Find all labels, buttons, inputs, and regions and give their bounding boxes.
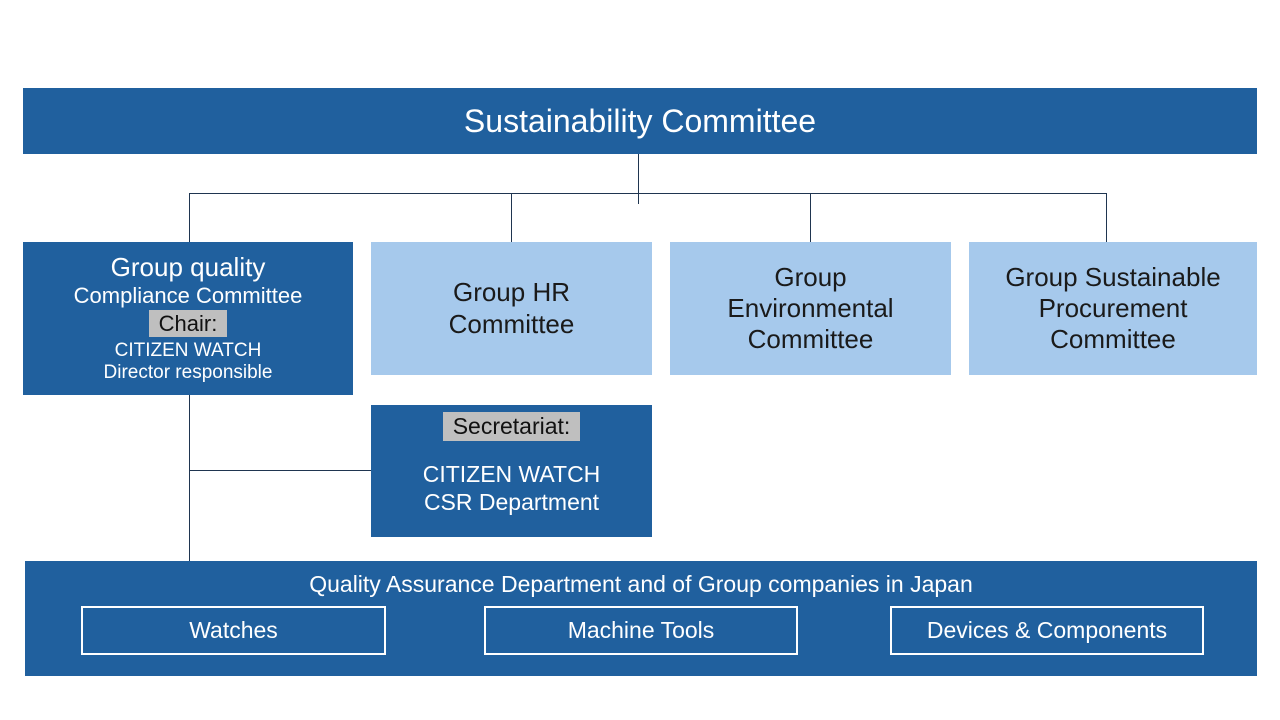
sustainability-committee-box: Sustainability Committee <box>23 88 1257 154</box>
division-devices-components-label: Devices & Components <box>926 617 1168 643</box>
quality-committee-line2: Compliance Committee <box>73 283 303 309</box>
division-machine-tools: Machine Tools <box>484 606 798 655</box>
secretariat-box: Secretariat: CITIZEN WATCH CSR Departmen… <box>371 405 652 537</box>
division-watches-label: Watches <box>189 617 278 643</box>
quality-compliance-committee-box: Group quality Compliance Committee Chair… <box>23 242 353 395</box>
procurement-committee-box: Group Sustainable Procurement Committee <box>969 242 1257 375</box>
quality-committee-line3: CITIZEN WATCH <box>114 339 262 361</box>
connector-quality-down <box>189 395 190 561</box>
connector-horizontal-bus <box>189 193 1107 194</box>
quality-committee-line4: Director responsible <box>103 361 273 383</box>
secretariat-line1: CITIZEN WATCH <box>422 461 601 487</box>
chair-tag: Chair: <box>148 309 228 337</box>
sustainability-committee-title: Sustainability Committee <box>463 102 817 139</box>
division-machine-tools-label: Machine Tools <box>567 617 715 643</box>
secretariat-line2: CSR Department <box>423 488 600 515</box>
connector-secretariat <box>189 470 371 471</box>
hr-committee-line2: Committee <box>448 308 575 339</box>
environmental-committee-line1: Group <box>774 261 847 292</box>
environmental-committee-line3: Committee <box>747 324 874 355</box>
environmental-committee-line2: Environmental <box>727 292 894 323</box>
connector-drop-procurement <box>1106 193 1107 242</box>
connector-drop-quality <box>189 193 190 242</box>
quality-committee-line1: Group quality <box>110 252 266 283</box>
environmental-committee-box: Group Environmental Committee <box>670 242 951 375</box>
procurement-committee-line3: Committee <box>1050 324 1176 355</box>
hr-committee-line1: Group HR <box>452 277 571 308</box>
division-devices-components: Devices & Components <box>890 606 1204 655</box>
procurement-committee-line2: Procurement <box>1038 292 1188 323</box>
secretariat-tag: Secretariat: <box>442 412 581 441</box>
hr-committee-box: Group HR Committee <box>371 242 652 375</box>
quality-assurance-box: Quality Assurance Department and of Grou… <box>25 561 1257 676</box>
connector-drop-environmental <box>810 193 811 242</box>
connector-top-vertical <box>638 154 639 204</box>
connector-drop-hr <box>511 193 512 242</box>
division-watches: Watches <box>81 606 386 655</box>
quality-assurance-title: Quality Assurance Department and of Grou… <box>309 571 973 597</box>
procurement-committee-line1: Group Sustainable <box>1005 261 1221 292</box>
